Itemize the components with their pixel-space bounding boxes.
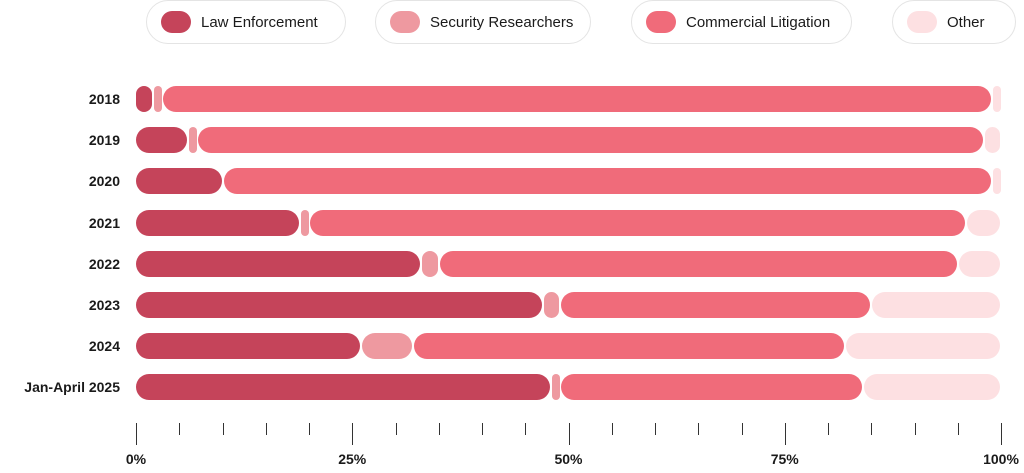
bar-segment-other (872, 292, 1000, 318)
bar-segment-commercial-litigation (197, 127, 983, 154)
bar-segment-other (993, 168, 1002, 195)
axis-tick (265, 423, 267, 435)
legend-item[interactable]: Security Researchers (375, 0, 591, 44)
bar-segment-law-enforcement (136, 250, 421, 277)
legend-label: Security Researchers (430, 13, 574, 31)
bar-segment-security-researchers (552, 374, 561, 401)
bar-segment-commercial-litigation (560, 292, 871, 318)
bar-segment-other (863, 374, 1000, 401)
category-label: 2023 (88, 297, 120, 313)
axis-tick (352, 423, 354, 445)
bar-segment-law-enforcement (136, 127, 187, 154)
bar-segment-law-enforcement (136, 168, 222, 195)
axis-tick (525, 423, 527, 435)
bar-segment-commercial-litigation (560, 374, 862, 401)
axis-tick (828, 423, 829, 435)
bar-segment-other (958, 250, 1000, 277)
legend-swatch (907, 11, 937, 33)
axis-tick (179, 423, 181, 435)
bar-segment-security-researchers (543, 292, 559, 318)
bar-segment-commercial-litigation (162, 86, 992, 112)
category-label: 2022 (88, 255, 120, 272)
legend-swatch (161, 11, 191, 33)
category-label: 2021 (88, 214, 120, 231)
bar-segment-security-researchers (422, 250, 438, 277)
axis-tick (741, 423, 743, 435)
x-tick-label: 25% (338, 451, 367, 467)
category-label: 2018 (88, 91, 120, 107)
axis-tick (784, 423, 786, 445)
bar-segment-commercial-litigation (223, 168, 992, 195)
x-tick-label: 50% (554, 451, 583, 467)
bar-segment-other (993, 86, 1002, 112)
legend-swatch (646, 11, 676, 33)
axis-tick (611, 423, 613, 435)
bar-segment-other (984, 127, 1000, 154)
legend-item[interactable]: Commercial Litigation (631, 0, 852, 44)
axis-tick (1001, 423, 1002, 445)
axis-tick (309, 423, 310, 435)
category-label: Jan-April 2025 (24, 379, 120, 396)
axis-tick (698, 423, 700, 435)
axis-tick (136, 423, 137, 445)
x-tick-label: 100% (983, 451, 1019, 467)
bar-segment-security-researchers (361, 333, 412, 360)
bar-segment-other (846, 333, 1000, 360)
bar-segment-law-enforcement (136, 86, 153, 112)
bar-segment-commercial-litigation (413, 333, 845, 360)
legend-label: Other (947, 13, 985, 31)
axis-tick (568, 423, 570, 445)
bar-segment-other (967, 209, 1000, 236)
axis-tick (914, 423, 916, 435)
legend-label: Commercial Litigation (686, 13, 831, 31)
axis-tick (438, 423, 440, 435)
x-tick-label: 75% (770, 451, 799, 467)
legend-swatch (390, 11, 420, 33)
bar-segment-commercial-litigation (310, 209, 966, 236)
bar-segment-security-researchers (154, 86, 163, 112)
axis-tick (957, 423, 959, 435)
axis-tick (395, 423, 397, 435)
bar-segment-law-enforcement (136, 374, 551, 401)
bar-segment-security-researchers (188, 127, 197, 154)
axis-tick (222, 423, 224, 435)
bar-segment-commercial-litigation (439, 250, 957, 277)
category-label: 2024 (88, 338, 120, 355)
legend-item[interactable]: Other (892, 0, 1016, 44)
axis-tick (871, 423, 873, 435)
legend-item[interactable]: Law Enforcement (146, 0, 346, 44)
category-label: 2020 (88, 173, 120, 190)
bar-segment-law-enforcement (136, 209, 300, 236)
axis-tick (482, 423, 483, 435)
legend-label: Law Enforcement (201, 13, 318, 31)
bar-segment-law-enforcement (136, 333, 360, 360)
axis-tick (655, 423, 656, 435)
x-tick-label: 0% (125, 451, 147, 467)
bar-segment-security-researchers (301, 209, 310, 236)
category-label: 2019 (88, 132, 120, 149)
bar-segment-law-enforcement (136, 292, 542, 318)
